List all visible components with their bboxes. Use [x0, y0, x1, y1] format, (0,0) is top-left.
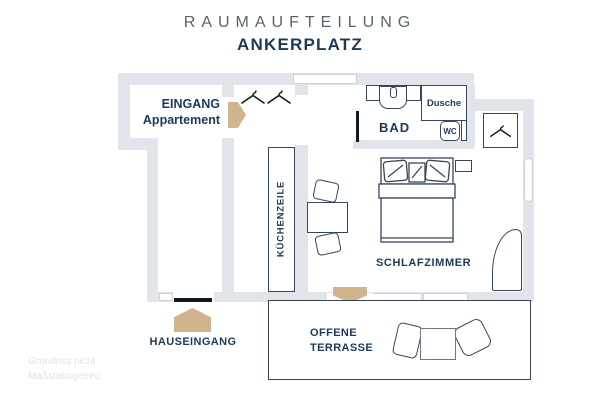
- terrace-table: [420, 328, 456, 360]
- disclaimer-line2: Maßstabsgetreu: [28, 371, 101, 382]
- plan-kicker: RAUMAUFTEILUNG: [183, 14, 417, 31]
- hanger-icon: [490, 125, 511, 138]
- wall-a-stub: [222, 85, 234, 97]
- terrace-door-marker: [333, 287, 367, 303]
- plan-header: RAUMAUFTEILUNG ANKERPLATZ: [0, 14, 600, 55]
- sink-faucet-icon: [390, 87, 397, 98]
- bed-icon: [378, 157, 456, 243]
- bedroom-label: SCHLAFZIMMER: [376, 257, 472, 269]
- window-right: [524, 158, 533, 202]
- wall-top-right: [474, 99, 534, 111]
- hanger-icon: [241, 90, 265, 104]
- house-door-gap: [173, 292, 214, 302]
- plan-title: ANKERPLATZ: [237, 35, 363, 54]
- wc-cistern: [461, 120, 467, 141]
- dining-chair-bottom: [314, 231, 342, 257]
- wardrobe: [483, 113, 518, 148]
- bedroom-door-arc: [492, 229, 522, 291]
- kitchen-unit: [268, 147, 295, 292]
- wall-b-stub: [295, 85, 308, 95]
- dining-table: [307, 202, 348, 233]
- entrance-label-line1: EINGANG: [161, 97, 220, 111]
- wc: WC: [440, 121, 460, 141]
- dining-chair-top: [312, 178, 340, 204]
- kitchen-unit-label: KÜCHENZEILE: [275, 180, 287, 258]
- hanger-icon: [267, 90, 291, 104]
- wall-b-main: [295, 145, 308, 292]
- wall-corridor-left: [147, 138, 158, 302]
- wall-a-main: [222, 138, 234, 298]
- wall-left-outer: [118, 73, 130, 150]
- shower: Dusche: [421, 85, 467, 121]
- bath-door: [356, 111, 359, 142]
- disclaimer: Grundriss nicht Maßstabsgetreu: [28, 354, 100, 384]
- wall-bath-bottom: [353, 140, 474, 149]
- terrace-label: OFFENE TERRASSE: [310, 326, 373, 356]
- nightstand: [455, 160, 472, 172]
- house-door-marker: [174, 308, 211, 332]
- entrance-label-line2: Appartement: [142, 113, 220, 127]
- house-entrance-door: [174, 298, 212, 302]
- window-corridor: [159, 293, 173, 301]
- terrace-label-line2: TERRASSE: [310, 342, 374, 354]
- bath-label: BAD: [379, 120, 411, 135]
- window-top: [293, 74, 357, 84]
- wc-label: WC: [443, 126, 457, 136]
- entrance-label: EINGANG Appartement: [100, 96, 220, 128]
- wall-left-jog: [118, 138, 147, 150]
- house-entrance-label: HAUSEINGANG: [149, 336, 237, 348]
- terrace-label-line1: OFFENE: [310, 327, 358, 339]
- apartment-door-marker: [228, 102, 246, 128]
- shower-label: Dusche: [426, 97, 462, 109]
- wall-bath-right: [466, 85, 475, 147]
- disclaimer-line1: Grundriss nicht: [28, 356, 96, 367]
